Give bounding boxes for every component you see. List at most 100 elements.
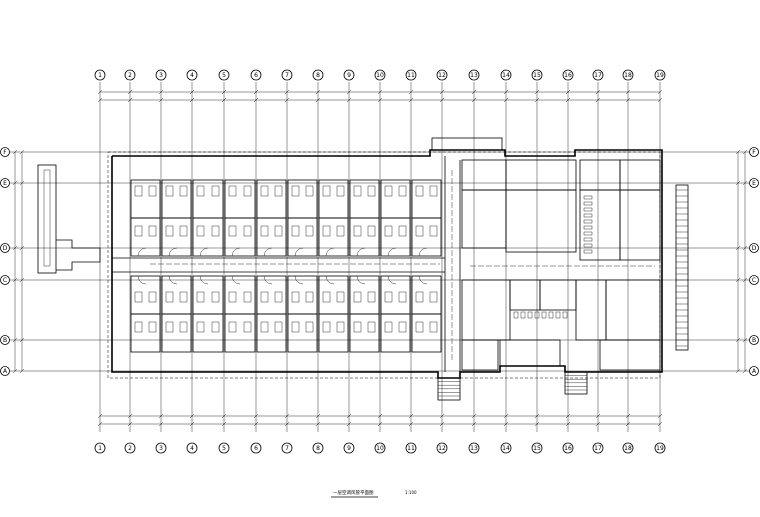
ward-north-upper <box>349 179 380 219</box>
bed-north <box>429 225 438 237</box>
axis-label-row-C-right: C <box>752 277 756 284</box>
axis-label-col-11-bottom: 11 <box>407 445 415 452</box>
bed-north <box>228 225 237 237</box>
equipment-mark <box>583 207 593 212</box>
dim-tick <box>12 245 18 251</box>
dim-tick <box>19 277 25 283</box>
east-wing-room-10 <box>509 279 541 311</box>
door-swing <box>168 247 178 257</box>
bed-south <box>336 291 345 303</box>
toilet-fixture <box>527 311 533 319</box>
dim-tick <box>19 180 25 186</box>
ward-south-lower <box>380 313 411 353</box>
dim-tick <box>735 368 741 374</box>
bed-south <box>179 321 188 333</box>
dim-tick <box>657 413 663 419</box>
bed-north <box>134 225 143 237</box>
axis-label-col-18-top: 18 <box>624 72 632 79</box>
axis-label-col-16-bottom: 16 <box>564 445 572 452</box>
dim-tick <box>408 413 414 419</box>
bed-south <box>179 291 188 303</box>
axis-bubble-col-6-top <box>250 69 262 81</box>
dim-tick <box>742 277 748 283</box>
door-swing <box>263 247 273 257</box>
dim-tick <box>158 97 164 103</box>
door-swing <box>137 275 147 285</box>
dim-tick <box>346 421 352 427</box>
bed-north <box>322 225 331 237</box>
dim-tick <box>735 180 741 186</box>
dimension-lines <box>12 89 748 427</box>
axis-label-col-6-bottom: 6 <box>254 445 258 452</box>
axis-label-row-E-left: E <box>3 180 7 187</box>
axis-label-col-19-top: 19 <box>656 72 664 79</box>
axis-bubble-col-8-bottom <box>312 442 324 454</box>
dim-tick <box>377 413 383 419</box>
bed-north <box>148 225 157 237</box>
dim-tick <box>742 337 748 343</box>
west-ramp-inner <box>43 169 51 267</box>
ward-south-lower <box>411 313 442 353</box>
east-wing-room-2 <box>461 189 507 249</box>
dim-tick <box>742 180 748 186</box>
axis-label-col-14-top: 14 <box>502 72 510 79</box>
bed-south <box>165 291 174 303</box>
door-swing <box>387 247 397 257</box>
equipment-mark <box>583 225 593 230</box>
ward-south-upper <box>349 275 380 315</box>
dim-tick <box>221 89 227 95</box>
ward-north-upper <box>130 179 161 219</box>
door-swing <box>418 247 428 257</box>
equipment-mark <box>583 243 593 248</box>
axis-bubble-row-D-right <box>749 243 759 253</box>
west-ramp-structure <box>37 164 57 274</box>
dim-tick <box>284 413 290 419</box>
dim-tick <box>19 368 25 374</box>
dim-tick <box>284 89 290 95</box>
door-swing <box>263 275 273 285</box>
dim-tick <box>439 421 445 427</box>
bed-north <box>228 185 237 197</box>
dim-tick <box>742 245 748 251</box>
dim-tick <box>221 413 227 419</box>
ward-north-lower <box>224 217 256 257</box>
equipment-mark <box>583 231 593 236</box>
dim-tick <box>439 413 445 419</box>
bed-south <box>260 291 269 303</box>
axis-bubble-row-B-right <box>749 335 759 345</box>
dim-tick <box>503 421 509 427</box>
bed-south <box>353 321 362 333</box>
axis-bubble-col-4-bottom <box>186 442 198 454</box>
bed-north <box>415 225 424 237</box>
bed-north <box>367 185 376 197</box>
axis-bubble-col-4-top <box>186 69 198 81</box>
bed-south <box>322 291 331 303</box>
dim-tick <box>158 89 164 95</box>
ward-north-lower <box>349 217 380 257</box>
dim-tick <box>657 421 663 427</box>
ward-north-upper <box>287 179 318 219</box>
ward-north-lower <box>287 217 318 257</box>
west-connector <box>56 239 101 271</box>
bed-north <box>322 185 331 197</box>
bed-south <box>367 291 376 303</box>
toilet-fixture <box>555 311 561 319</box>
axis-bubble-col-6-bottom <box>250 442 262 454</box>
axis-label-col-11-top: 11 <box>407 72 415 79</box>
axis-label-col-17-bottom: 17 <box>594 445 602 452</box>
axis-bubble-col-1-bottom <box>94 442 106 454</box>
equipment-mark <box>583 237 593 242</box>
dim-tick <box>595 413 601 419</box>
toilet-fixture <box>513 311 519 319</box>
dim-tick <box>97 413 103 419</box>
dim-tick <box>471 97 477 103</box>
bed-north <box>165 225 174 237</box>
axis-label-row-A-left: A <box>3 368 8 375</box>
ward-south-upper <box>380 275 411 315</box>
axis-bubble-row-C-left <box>0 275 10 285</box>
dim-tick <box>284 97 290 103</box>
axis-label-col-15-top: 15 <box>533 72 541 79</box>
axis-label-col-13-top: 13 <box>470 72 478 79</box>
bed-south <box>305 291 314 303</box>
bed-north <box>384 185 393 197</box>
